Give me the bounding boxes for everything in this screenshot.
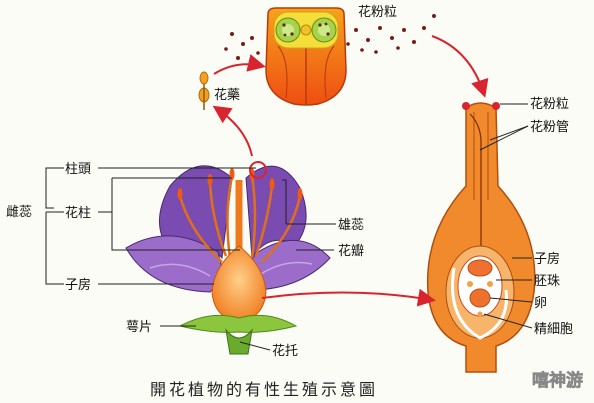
label-sepal: 萼片 — [126, 320, 152, 335]
label-pollen-grain-right: 花粉粒 — [530, 96, 569, 112]
label-pollen-tube: 花粉管 — [530, 119, 569, 135]
anther-icon — [198, 71, 210, 110]
arrow-pollen-to-stigma — [431, 35, 489, 98]
pistil-cross-section — [426, 102, 536, 373]
label-sperm: 精細胞 — [534, 322, 573, 337]
leader-lines — [45, 103, 533, 351]
arrow-ovary-zoom — [261, 288, 436, 307]
process-arrows — [212, 35, 489, 307]
diagram-title: 開花植物的有性生殖示意圖 — [150, 380, 378, 399]
label-ovule: 胚珠 — [534, 274, 560, 289]
label-stamen: 雄蕊 — [338, 218, 364, 233]
anther-cross-section — [265, 7, 347, 106]
label-style: 花柱 — [65, 205, 91, 221]
watermark: 嘻神游 — [532, 370, 583, 391]
pollen-grains — [224, 14, 436, 60]
label-egg: 卵 — [534, 296, 547, 311]
label-petal: 花瓣 — [338, 243, 364, 259]
flower — [125, 161, 331, 355]
label-ovary-right: 子房 — [534, 251, 560, 267]
arrow-to-anther — [212, 105, 253, 157]
arrow-to-anther-section — [213, 54, 266, 75]
label-anther: 花藥 — [214, 87, 240, 103]
label-pistil: 雌蕊 — [6, 204, 32, 220]
label-pollen-grain-top: 花粉粒 — [358, 4, 397, 20]
label-stigma: 柱頭 — [65, 162, 91, 177]
label-receptacle: 花托 — [272, 343, 298, 359]
label-ovary-left: 子房 — [65, 277, 91, 293]
